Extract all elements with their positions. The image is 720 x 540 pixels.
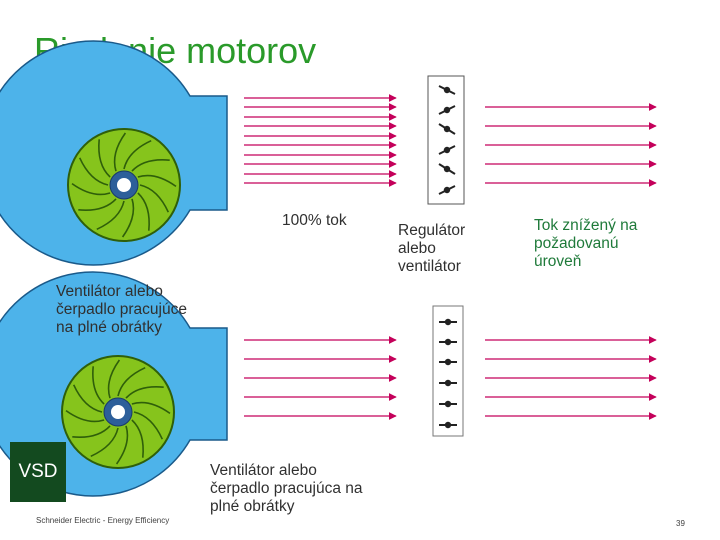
page-number: 39: [676, 519, 685, 528]
fan-bottom-blades: [65, 359, 171, 465]
fan-bottom-hub-center: [111, 405, 125, 419]
footer-company: Schneider Electric - Energy Efficiency: [36, 516, 170, 525]
label-fan-top: Ventilátor alebo čerpadlo pracujúce na p…: [56, 283, 187, 336]
damper-open: [432, 305, 464, 437]
label-reduced-flow: Tok znížený na požadovanú úroveň: [534, 217, 638, 270]
impeller-blade: [137, 174, 177, 188]
impeller-blade: [123, 139, 152, 170]
impeller-blade: [131, 159, 170, 172]
label-full-flow: 100% tok: [282, 212, 347, 229]
impeller-blade: [78, 157, 109, 186]
damper-frame: [427, 75, 465, 205]
impeller-blade: [139, 184, 170, 213]
flow-arrows-vsd-in: [244, 336, 397, 420]
impeller-blade: [131, 401, 171, 415]
fan-top-hub-center: [117, 178, 131, 192]
impeller-blade: [71, 182, 111, 196]
impeller-blade: [72, 425, 111, 438]
vsd-box: VSD: [10, 442, 66, 502]
impeller-blade: [117, 366, 146, 397]
impeller-blade: [107, 359, 121, 399]
impeller-blade: [65, 409, 105, 423]
impeller-blade: [113, 132, 127, 172]
fan-top-blades: [71, 132, 177, 238]
impeller-blade: [121, 198, 135, 238]
impeller-blade: [90, 427, 119, 458]
impeller-blade: [78, 198, 117, 211]
impeller-blade: [131, 419, 144, 458]
label-fan-bottom: Ventilátor alebo čerpadlo pracujúca na p…: [210, 462, 363, 515]
impeller-blade: [133, 411, 164, 440]
impeller-blade: [125, 386, 164, 399]
label-regulator: Regulátor alebo ventilátor: [398, 222, 466, 275]
impeller-blade: [96, 200, 125, 231]
impeller-blade: [92, 366, 105, 405]
flow-arrows-reduced: [485, 103, 657, 187]
damper-regulator: [427, 75, 465, 205]
impeller-blade: [98, 139, 111, 178]
impeller-blade: [72, 384, 103, 413]
fan-top: [0, 40, 228, 266]
fan-bottom: [0, 271, 228, 497]
damper-open-frame: [432, 305, 464, 437]
flow-arrows-full: [244, 94, 397, 187]
impeller-blade: [115, 425, 129, 465]
impeller-blade: [137, 192, 150, 231]
flow-arrows-vsd-out: [485, 336, 657, 420]
